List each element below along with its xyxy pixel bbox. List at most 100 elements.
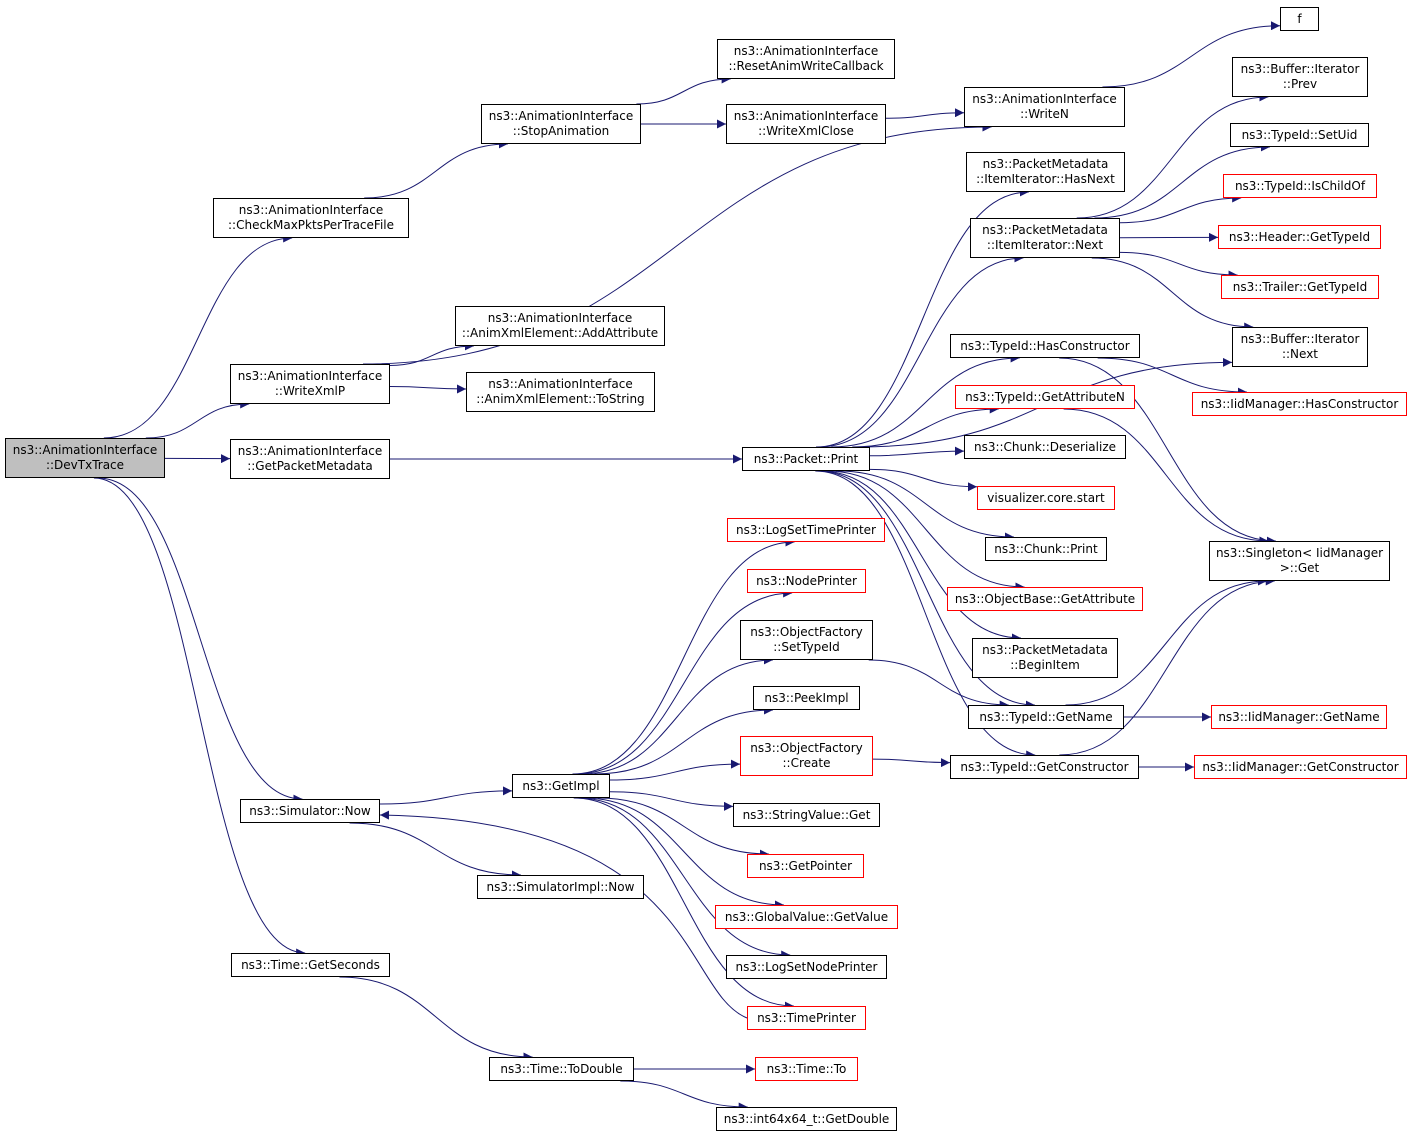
node-peekimpl[interactable]: ns3::PeekImpl bbox=[753, 686, 860, 710]
edge-ofcreate-to-getctor bbox=[872, 758, 951, 768]
node-ischildof[interactable]: ns3::TypeId::IsChildOf bbox=[1223, 174, 1377, 198]
edge-devtx-to-getseconds bbox=[93, 477, 306, 958]
node-label-line: ns3::Trailer::GetTypeId bbox=[1232, 279, 1368, 294]
edge-pktprint-to-hasnext bbox=[816, 187, 1029, 448]
node-label-line: ns3::Buffer::Iterator bbox=[1240, 62, 1360, 76]
node-gvgetvalue[interactable]: ns3::GlobalValue::GetValue bbox=[715, 905, 898, 929]
node-label-line: ::WriteXmlP bbox=[274, 384, 346, 398]
node-vizstart[interactable]: visualizer.core.start bbox=[977, 486, 1115, 510]
node-label-line: ::ItemIterator::HasNext bbox=[976, 172, 1115, 186]
node-chunkdeser[interactable]: ns3::Chunk::Deserialize bbox=[964, 435, 1126, 459]
edge-checkmax-to-stopanim bbox=[364, 139, 508, 199]
node-timeprinter[interactable]: ns3::TimePrinter bbox=[747, 1006, 866, 1030]
node-label-line: ::Prev bbox=[1282, 77, 1318, 91]
node-getpktmeta[interactable]: ns3::AnimationInterface::GetPacketMetada… bbox=[230, 439, 390, 479]
node-setuid[interactable]: ns3::TypeId::SetUid bbox=[1230, 123, 1369, 147]
node-iidhasctor[interactable]: ns3::IidManager::HasConstructor bbox=[1192, 392, 1407, 416]
node-label-line: ::StopAnimation bbox=[512, 124, 610, 138]
edge-getimpl-to-gvgetvalue bbox=[583, 797, 785, 910]
edge-getimpl-to-peekimpl bbox=[594, 705, 774, 775]
node-label-line: ns3::Buffer::Iterator bbox=[1240, 332, 1360, 346]
node-bufprev[interactable]: ns3::Buffer::Iterator::Prev bbox=[1232, 57, 1368, 97]
edge-pktprint-to-getname bbox=[817, 470, 1035, 710]
node-label-line: ns3::Header::GetTypeId bbox=[1228, 229, 1371, 244]
node-label-line: ns3::IidManager::HasConstructor bbox=[1200, 396, 1399, 411]
node-itnext[interactable]: ns3::PacketMetadata::ItemIterator::Next bbox=[970, 218, 1120, 258]
node-getdouble[interactable]: ns3::int64x64_t::GetDouble bbox=[716, 1107, 897, 1131]
node-getpointer[interactable]: ns3::GetPointer bbox=[747, 854, 864, 878]
node-resetanim[interactable]: ns3::AnimationInterface::ResetAnimWriteC… bbox=[717, 39, 895, 79]
node-hasnext[interactable]: ns3::PacketMetadata::ItemIterator::HasNe… bbox=[966, 152, 1125, 192]
node-getctor[interactable]: ns3::TypeId::GetConstructor bbox=[950, 755, 1139, 779]
node-f[interactable]: f bbox=[1280, 7, 1319, 31]
node-label-line: ns3::AnimationInterface bbox=[488, 109, 634, 123]
node-simnow[interactable]: ns3::Simulator::Now bbox=[240, 799, 380, 823]
edge-todouble-to-getdouble bbox=[620, 1080, 748, 1112]
node-todouble[interactable]: ns3::Time::ToDouble bbox=[489, 1057, 634, 1081]
edge-simnow-to-simimplnow bbox=[349, 822, 521, 880]
node-label-line: ns3::AnimationInterface bbox=[733, 109, 879, 123]
edge-getseconds-to-todouble bbox=[339, 976, 533, 1062]
node-logsetnode[interactable]: ns3::LogSetNodePrinter bbox=[726, 955, 887, 979]
node-getseconds[interactable]: ns3::Time::GetSeconds bbox=[231, 953, 390, 977]
node-getimpl[interactable]: ns3::GetImpl bbox=[512, 774, 610, 798]
node-writexmlclose[interactable]: ns3::AnimationInterface::WriteXmlClose bbox=[726, 104, 886, 144]
node-label-line: ns3::IidManager::GetConstructor bbox=[1202, 759, 1399, 774]
node-label-line: ns3::GlobalValue::GetValue bbox=[724, 909, 889, 924]
edge-devtx-to-simnow bbox=[97, 477, 303, 804]
node-hasctor[interactable]: ns3::TypeId::HasConstructor bbox=[950, 334, 1140, 358]
node-beginitem[interactable]: ns3::PacketMetadata::BeginItem bbox=[972, 638, 1118, 678]
node-label-line: ns3::Time::ToDouble bbox=[500, 1061, 623, 1076]
edge-getctor-to-singleton bbox=[1059, 576, 1275, 756]
node-ofcreate[interactable]: ns3::ObjectFactory::Create bbox=[740, 736, 873, 776]
node-writen[interactable]: ns3::AnimationInterface::WriteN bbox=[964, 87, 1125, 127]
node-label-line: ns3::AnimationInterface bbox=[487, 311, 633, 325]
node-iidgetctor[interactable]: ns3::IidManager::GetConstructor bbox=[1194, 755, 1407, 779]
node-label-line: ::DevTxTrace bbox=[45, 458, 125, 472]
edge-pktprint-to-getattrn bbox=[852, 404, 999, 448]
node-label-line: ns3::Chunk::Print bbox=[994, 541, 1098, 556]
node-ofsettid[interactable]: ns3::ObjectFactory::SetTypeId bbox=[740, 620, 873, 660]
node-checkmax[interactable]: ns3::AnimationInterface::CheckMaxPktsPer… bbox=[213, 198, 409, 238]
node-objbaseget[interactable]: ns3::ObjectBase::GetAttribute bbox=[947, 587, 1143, 611]
edge-writen-to-f bbox=[1102, 21, 1281, 88]
node-timeto[interactable]: ns3::Time::To bbox=[755, 1057, 858, 1081]
node-hdrgettid[interactable]: ns3::Header::GetTypeId bbox=[1218, 225, 1381, 249]
node-label-line: ns3::TypeId::SetUid bbox=[1241, 127, 1358, 142]
node-label-line: ns3::Simulator::Now bbox=[249, 803, 371, 818]
edge-ofsettid-to-getname bbox=[868, 659, 1009, 710]
edge-getimpl-to-ofcreate bbox=[609, 759, 741, 781]
edge-hasctor-to-singleton bbox=[1059, 357, 1276, 546]
node-tostring[interactable]: ns3::AnimationInterface::AnimXmlElement:… bbox=[466, 372, 655, 412]
node-simimplnow[interactable]: ns3::SimulatorImpl::Now bbox=[477, 875, 644, 899]
node-singleton[interactable]: ns3::Singleton< IidManager>::Get bbox=[1209, 541, 1390, 581]
node-addattr[interactable]: ns3::AnimationInterface::AnimXmlElement:… bbox=[455, 306, 665, 346]
node-label-line: ns3::PeekImpl bbox=[764, 690, 849, 705]
node-trlgettid[interactable]: ns3::Trailer::GetTypeId bbox=[1221, 275, 1379, 299]
edge-hasctor-to-iidhasctor bbox=[1097, 357, 1247, 397]
node-writexmlp[interactable]: ns3::AnimationInterface::WriteXmlP bbox=[230, 364, 390, 404]
node-strvalget[interactable]: ns3::StringValue::Get bbox=[733, 803, 880, 827]
edge-itnext-to-bufnext bbox=[1091, 257, 1254, 332]
node-chunkprint[interactable]: ns3::Chunk::Print bbox=[985, 537, 1107, 561]
node-getattrn[interactable]: ns3::TypeId::GetAttributeN bbox=[955, 385, 1135, 409]
node-stopanim[interactable]: ns3::AnimationInterface::StopAnimation bbox=[481, 104, 641, 144]
node-nodeprinter[interactable]: ns3::NodePrinter bbox=[747, 569, 866, 593]
node-logsettime[interactable]: ns3::LogSetTimePrinter bbox=[727, 518, 885, 542]
edge-getimpl-to-logsetnode bbox=[577, 797, 791, 960]
node-iidgetname[interactable]: ns3::IidManager::GetName bbox=[1211, 705, 1387, 729]
node-label-line: ns3::AnimationInterface bbox=[238, 203, 384, 217]
edge-pktprint-to-itnext bbox=[818, 253, 1024, 448]
node-pktprint[interactable]: ns3::Packet::Print bbox=[742, 447, 870, 471]
node-getname[interactable]: ns3::TypeId::GetName bbox=[968, 705, 1124, 729]
node-label-line: ns3::AnimationInterface bbox=[972, 92, 1117, 106]
node-label-line: ns3::IidManager::GetName bbox=[1218, 709, 1380, 724]
edge-devtx-to-checkmax bbox=[103, 233, 293, 439]
node-bufnext[interactable]: ns3::Buffer::Iterator::Next bbox=[1232, 327, 1368, 367]
edge-writexmlp-to-addattr bbox=[389, 341, 474, 366]
node-label-line: ns3::PacketMetadata bbox=[982, 643, 1108, 657]
node-label-line: ::ItemIterator::Next bbox=[986, 238, 1104, 252]
node-label-line: ns3::GetImpl bbox=[522, 778, 600, 793]
node-devtx: ns3::AnimationInterface::DevTxTrace bbox=[5, 438, 165, 478]
